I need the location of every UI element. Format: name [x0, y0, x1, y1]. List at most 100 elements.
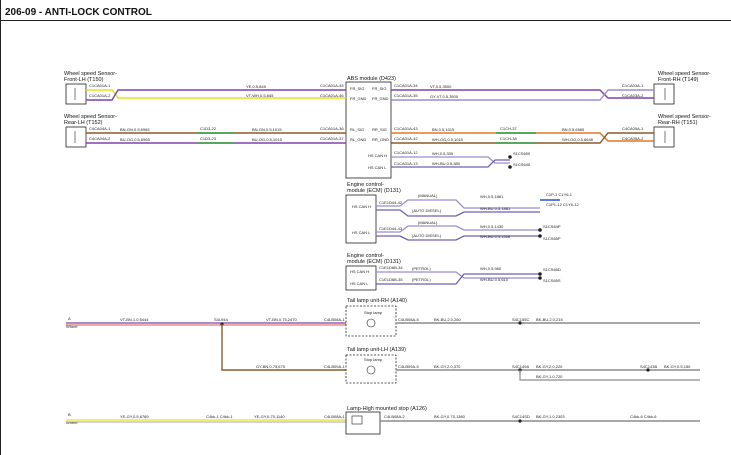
- abs-pin-can-l: HS CAN L: [368, 165, 387, 170]
- wire-ye-a: [86, 89, 346, 99]
- wire-label-25: GY-BN,0.75,675: [256, 364, 286, 369]
- splice-dot-7: [518, 321, 522, 325]
- splice-dot-6: [538, 276, 542, 280]
- wheel-speed-sensor-front-rh: Wheel speed Sensor- Front-RH (T149): [653, 71, 711, 105]
- wire-label-11: BN,0.5,6965: [562, 127, 585, 132]
- conn-abs-r2: C1CA01A-35: [394, 93, 418, 98]
- tail-lamp-lh: GY-BN,0.75,675 C4LB09A-1 Tail lamp unit-…: [221, 324, 700, 384]
- wss-rl-box: [65, 126, 87, 148]
- pin-b: B: [68, 412, 71, 417]
- wire-can-l-ecm2: [376, 273, 540, 285]
- abs-pin-can-h: HS CAN H: [368, 153, 387, 158]
- conn-abs-l2: C1CA01A-46: [320, 93, 344, 98]
- conn-rr-1: C4CA05A-1: [622, 126, 644, 131]
- rear-lh-wires: C4CA04A-1 C4CA04A-2 BN-GN,0.5,6965 BU-OG…: [86, 126, 346, 144]
- tail-lh-bulb-icon: [366, 365, 376, 375]
- conn-fl-2: C1CA01A-2: [89, 93, 111, 98]
- label-auto-2: (AUTO DIESEL): [412, 233, 442, 238]
- wheel-speed-sensor-rear-lh: Wheel speed Sensor- Rear-LH (T152): [64, 114, 117, 148]
- wire-label-21: VT-BN,1.0,5444: [120, 317, 149, 322]
- front-lh-wires: C1CA01A-1 C1CA01A-2 YE,0.5,845 VT-WH,0.5…: [86, 83, 346, 101]
- label-petrol-2: (PETROL): [412, 277, 431, 282]
- hmsl-lamp-icon: [351, 415, 363, 425]
- splice-s1: S1CS650: [513, 151, 531, 156]
- abs-pin-fl-gnd: FR_GND: [350, 96, 367, 101]
- ecm-block-1: Engine control- module (ECM) (D131) HS C…: [345, 182, 579, 244]
- wss-fl-name-1: Wheel speed Sensor-: [64, 71, 117, 77]
- wire-label-5: BN-GN,0.5,1015: [252, 127, 282, 132]
- wire-label-17: WH,0.5,1430: [480, 224, 504, 229]
- page-left-border: [0, 0, 1, 455]
- wire-can-l-abs: [391, 159, 510, 168]
- wire-label-19: WH,0.5,960: [480, 266, 502, 271]
- conn-c1p: C1P-1 C1Y6-1: [546, 192, 573, 197]
- conn-rl-2: C4CA04A-2: [89, 136, 111, 141]
- wire-label-18: WH-BU,0.5,1506: [480, 234, 511, 239]
- splice-s5: S1CS65D: [543, 267, 561, 272]
- hmsl-box: [345, 411, 381, 435]
- splice-s9: S4C143B: [640, 364, 657, 369]
- wire-gy-bn-lh: [221, 324, 346, 371]
- conn-tail-rh-in: C4LB08A-1: [324, 317, 345, 322]
- page-title: 206-09 - ANTI-LOCK CONTROL: [5, 7, 152, 18]
- wire-label-26: BK-GY,2.0,370: [434, 364, 461, 369]
- label-petrol-1: (PETROL): [412, 266, 431, 271]
- ecm1-name-2: module (ECM) (D131): [347, 188, 401, 194]
- conn-tail-lh-in: C4LB09A-1: [324, 364, 345, 369]
- wheel-a: Wheel: [66, 324, 77, 329]
- splice-s4: S1CS65P: [543, 236, 561, 241]
- ecm2-pin-l: HS CAN L: [350, 281, 369, 286]
- ecm1-box: [345, 194, 377, 244]
- wire-label-2: VT-WH,0.5,845: [246, 93, 274, 98]
- ecm1-name-1: Engine control-: [347, 182, 384, 188]
- conn-ecm1-h: C1E1D44-42: [379, 200, 403, 205]
- wss-fr-name-1: Wheel speed Sensor-: [658, 71, 711, 77]
- wire-label-14: WH-BU,0.5,380: [432, 161, 461, 166]
- conn-abs-r3: C1CA01A-43: [394, 126, 418, 131]
- label-manual-2: (MANUAL): [418, 220, 438, 225]
- wire-can-h-ecm1b: [376, 225, 540, 233]
- ecm2-name-1: Engine control-: [347, 253, 384, 259]
- wheel-speed-sensor-rear-rh: Wheel speed Sensor- Rear-RH (T151): [653, 114, 711, 148]
- wire-label-1: YE,0.5,845: [246, 84, 267, 89]
- wss-rr-name-2: Rear-RH (T151): [658, 120, 698, 126]
- wire-label-12: WH-OG,0.5,6648: [562, 137, 594, 142]
- conn-c4kk-r: C4kk-6 C4kk-6: [630, 414, 657, 419]
- wire-label-23: BK-BU,2.0,260: [434, 317, 461, 322]
- wire-label-20: WH-BU,0.5,610: [480, 277, 509, 282]
- wire-label-29: BK-GY,1.0,720: [536, 374, 563, 379]
- splice-dot-10: [518, 419, 522, 423]
- conn-abs-r4: C1CA01A-42: [394, 136, 418, 141]
- abs-box: [345, 81, 392, 179]
- conn-abs-l4: C1CA01A-37: [320, 136, 344, 141]
- abs-pin-rr-sig: RR_SIG: [372, 127, 387, 132]
- splice-s10: S4C14SD: [512, 414, 530, 419]
- conn-ecm2-l: C1E1D6B-35: [379, 277, 403, 282]
- wire-label-32: BK-GY,0.75,1380: [434, 414, 466, 419]
- wire-label-7: VT,0.5,3500: [430, 84, 452, 89]
- ecm2-name-2: module (ECM) (D131): [347, 259, 401, 265]
- abs-pin-rl-sig: RL_SIG: [350, 127, 364, 132]
- wire-label-13: WH,0.5,330: [432, 151, 454, 156]
- ecm2-pin-h: HS CAN H: [350, 269, 369, 274]
- splice-s2: S1CS640: [513, 162, 531, 167]
- tail-rh-bulb-icon: [366, 318, 376, 328]
- wire-can-h-ecm2: [376, 271, 540, 279]
- splice-dot-3: [538, 228, 542, 232]
- splice-tee: S4L944: [214, 317, 229, 322]
- splice-s8: S4C149A: [512, 364, 529, 369]
- conn-rr-2: C4CA05A-2: [622, 136, 644, 141]
- wire-gyvt-b: [391, 89, 654, 101]
- abs-pin-fl-sig: FR_SIG: [350, 86, 364, 91]
- abs-pin-fr-gnd: FR_GND: [372, 96, 389, 101]
- hmsl-name: Lamp-High mounted stop (A126): [347, 406, 427, 412]
- conn-inline-r2: C1CH-38: [500, 136, 517, 141]
- conn-inline-l2: C1D3-23: [200, 136, 217, 141]
- wire-label-33: BK-GY,1.0,2303: [536, 414, 565, 419]
- tail-lh-stop-label: Stop lamp: [364, 357, 383, 362]
- rear-rh-wires: BN,0.5,1015 WH-OG,0.5,1015 BN,0.5,6965 W…: [391, 126, 654, 144]
- conn-abs-l1: C1CA01A-45: [320, 83, 344, 88]
- high-mounted-stop-lamp: B Wheel YE-GY,0.5,6769 YE-GY,0.75,1140 C…: [66, 406, 700, 435]
- tail-lamp-rh: A Wheel VT-BN,1.0,5444 VT-BN,0.75,2470 S…: [66, 298, 700, 337]
